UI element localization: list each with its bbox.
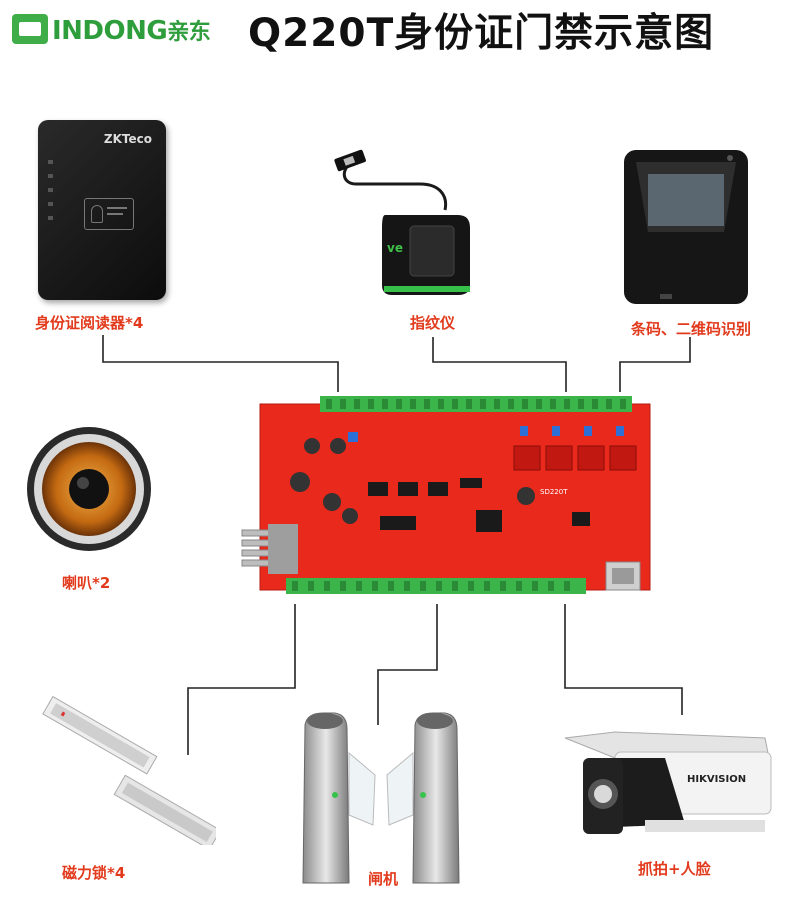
svg-text:ve: ve bbox=[387, 241, 403, 255]
turnstile-gate bbox=[302, 712, 460, 884]
access-control-board: SD220T bbox=[241, 396, 651, 594]
surveillance-camera: HIKVISION bbox=[564, 731, 772, 834]
wire-fingerprint bbox=[432, 337, 567, 392]
id-reader-label: 身份证阅读器*4 bbox=[35, 314, 144, 332]
speaker-icon bbox=[27, 427, 151, 551]
speaker-label: 喇叭*2 bbox=[62, 574, 111, 592]
wire-qr-scanner bbox=[619, 337, 691, 392]
id-card-icon bbox=[84, 198, 134, 230]
page-title: Q220T身份证门禁示意图 bbox=[248, 11, 715, 56]
wire-camera bbox=[564, 604, 683, 715]
camera-brand-mark: HIKVISION bbox=[687, 774, 746, 785]
maglock-label: 磁力锁*4 bbox=[62, 864, 126, 882]
magnetic-lock bbox=[42, 695, 216, 845]
logo-q-mark bbox=[12, 14, 48, 44]
camera-label: 抓拍+人脸 bbox=[638, 860, 711, 878]
id-card-reader: ZKTeco bbox=[38, 120, 166, 300]
reader-led-strip bbox=[48, 160, 53, 220]
logo-brand-text: INDONG bbox=[52, 16, 168, 46]
wire-maglock bbox=[187, 604, 296, 755]
gate-label: 闸机 bbox=[368, 870, 399, 888]
logo-brand-cn: 亲东 bbox=[167, 20, 211, 45]
fingerprint-scanner: ve bbox=[334, 149, 470, 295]
wire-id-reader bbox=[102, 335, 339, 392]
board-model-text: SD220T bbox=[540, 488, 568, 496]
company-logo: INDONG亲东 bbox=[12, 12, 227, 46]
qr-scanner-label: 条码、二维码识别 bbox=[631, 320, 752, 338]
reader-brand-mark: ZKTeco bbox=[103, 132, 152, 146]
qr-code-scanner bbox=[624, 150, 748, 304]
fingerprint-label: 指纹仪 bbox=[410, 314, 456, 332]
wire-gate bbox=[377, 604, 438, 725]
